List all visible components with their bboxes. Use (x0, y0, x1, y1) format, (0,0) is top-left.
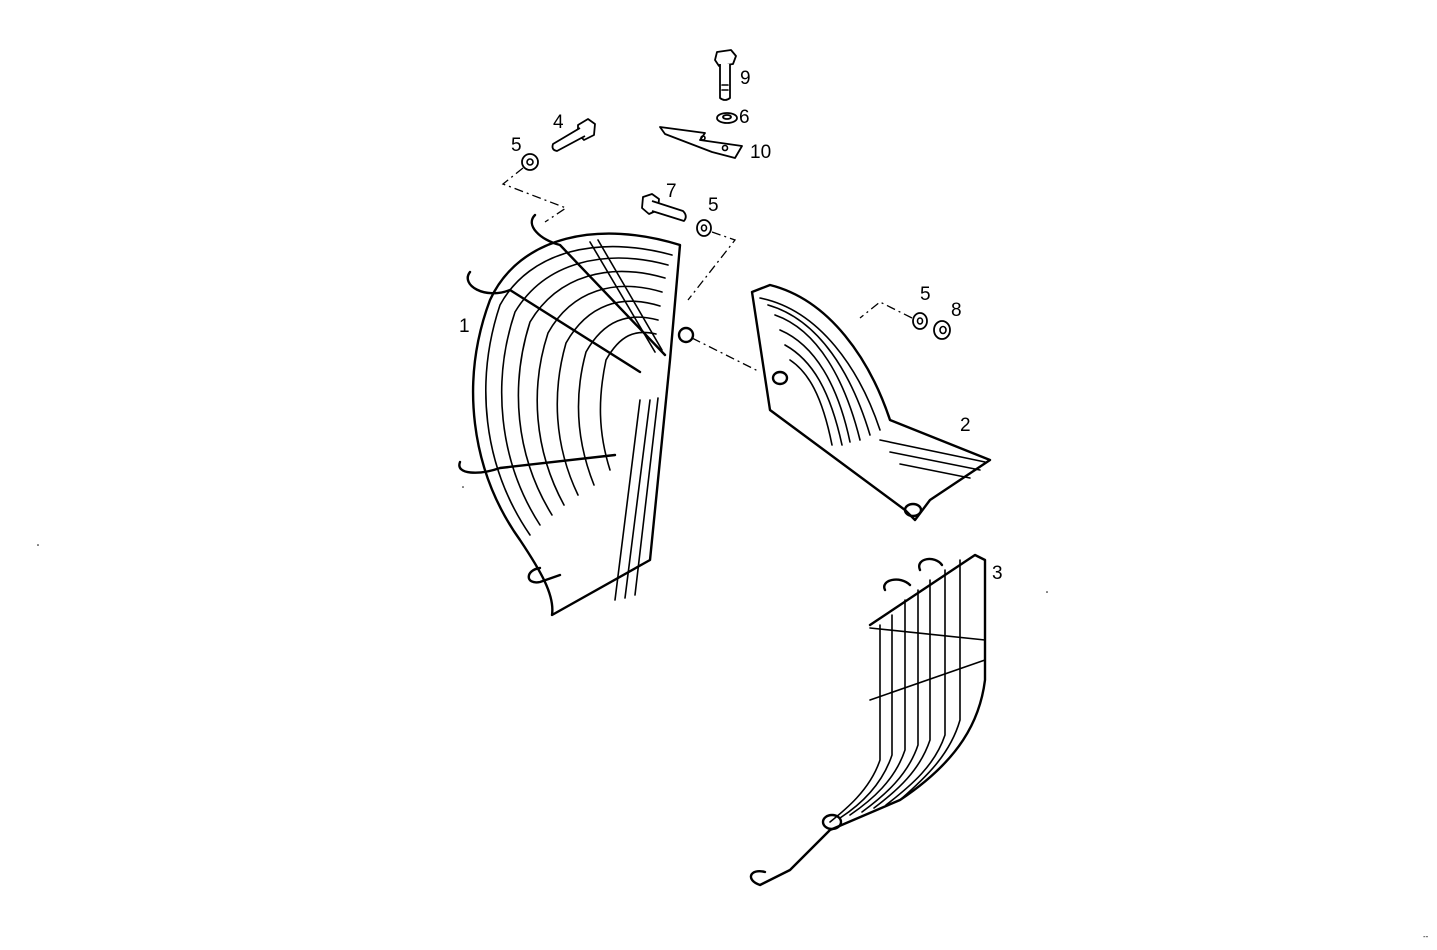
callout-5a: 5 (511, 135, 522, 156)
bolt-9-icon (714, 49, 737, 101)
washer-5a-icon (521, 153, 539, 171)
callout-8: 8 (951, 300, 962, 321)
bolt-7-icon (641, 193, 687, 222)
lower-wire-guard-3 (749, 553, 987, 887)
washer-5c-icon (912, 312, 928, 330)
washer-5b-icon (696, 219, 712, 237)
callout-3: 3 (992, 563, 1003, 584)
bolt-4-icon (551, 118, 596, 152)
callout-9: 9 (740, 68, 751, 89)
washer-6-icon (716, 112, 738, 124)
nut-8-icon (933, 320, 951, 340)
callout-7: 7 (666, 181, 677, 202)
assembly-leader-lines (501, 167, 913, 373)
left-wire-guard-1 (458, 213, 695, 617)
corner-mark: -- (1423, 932, 1429, 941)
callout-5c: 5 (920, 284, 931, 305)
callout-2: 2 (960, 415, 971, 436)
right-wire-guard-2 (750, 283, 992, 522)
callout-4: 4 (553, 112, 564, 133)
callout-1: 1 (459, 316, 470, 337)
callout-5b: 5 (708, 195, 719, 216)
callout-10: 10 (750, 142, 772, 163)
bracket-10-icon (659, 126, 743, 159)
callout-6: 6 (739, 107, 750, 128)
